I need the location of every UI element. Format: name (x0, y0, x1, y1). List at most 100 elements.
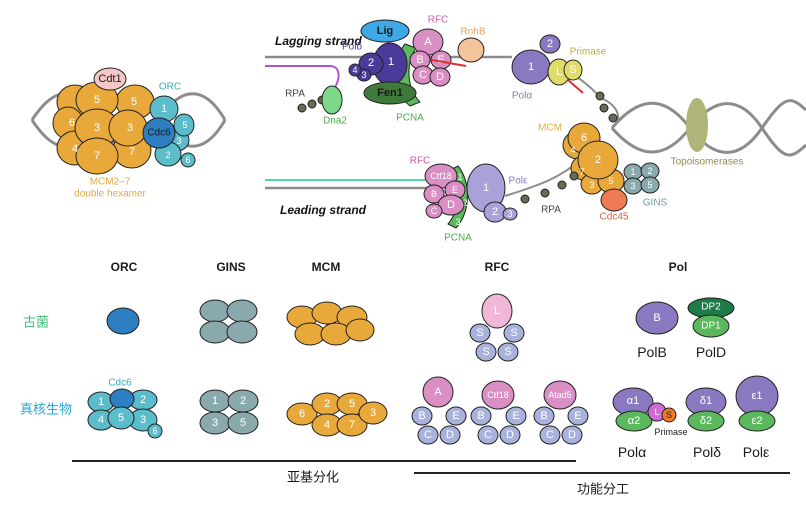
euk-orc-subunit-label: 2 (140, 394, 146, 406)
euk-rfc-large-label: Atad5 (548, 390, 572, 400)
rpa-bead (307, 99, 317, 109)
primase-subunit-label: S (569, 64, 576, 76)
cdt1-subunit (93, 67, 127, 91)
euk-rfc-small-label: B (477, 410, 484, 422)
cdc45-subunit (600, 188, 628, 212)
rnhb-label: RnhB (460, 27, 485, 38)
pol-alpha-label: Polα (512, 91, 532, 102)
mcm-fork-title: MCM (538, 123, 562, 134)
eukaryote-pol-epsilon: ε1 ε2 (735, 375, 779, 432)
euk-orc-subunit-label: 3 (140, 414, 146, 426)
gins-subunit-label: 2 (647, 166, 652, 176)
archaea-mcm (286, 301, 375, 346)
rfc-bottom-subunit-b (423, 184, 445, 204)
lagging-strand-label: Lagging strand (275, 34, 362, 48)
fen1-subunit (363, 81, 417, 105)
pol-alpha-subunit-label: 1 (528, 61, 534, 73)
rna-primer (431, 59, 467, 67)
primase-subunit-label: L (556, 66, 562, 78)
orc-subunit-label: 6 (185, 155, 190, 165)
rpa-right-label: RPA (541, 205, 561, 216)
fen1-label: Fen1 (377, 87, 403, 99)
gins-subunit-label: 3 (630, 181, 635, 191)
pol-delta-subunit-label: 4 (352, 65, 357, 75)
euk-mcm-label: 3 (370, 407, 376, 419)
rpa-bead (540, 188, 550, 198)
euk-gins-label: 5 (240, 417, 246, 429)
pol-alpha-subunit-2 (539, 34, 561, 54)
pol-alpha-caption: Polα (618, 444, 646, 460)
dna2-subunit (321, 85, 343, 115)
archaea-polb (635, 301, 679, 335)
rfc-bottom-subunit-label: Ctf18 (430, 171, 452, 181)
ligase-subunit (360, 19, 410, 43)
rpa-bead (297, 103, 307, 113)
euk-mcm-label: 5 (349, 398, 355, 410)
euk-rfc-small-label: D (446, 429, 454, 441)
euk-gins-label: 2 (240, 395, 246, 407)
rfc-top-subunit-d (429, 67, 451, 87)
parental-dna-strand-b (610, 102, 806, 157)
pol-delta-subunit-label: 3 (361, 70, 366, 80)
euk-orc-subunit-label: 6 (152, 426, 157, 436)
euk-rfc-small-label: D (568, 429, 576, 441)
rfc-top-subunit-label: A (424, 36, 432, 48)
rpa-left-label: RPA (285, 89, 305, 100)
pol-epsilon-label: Polε (509, 176, 528, 187)
rfc-bottom-label: RFC (410, 156, 431, 167)
archaea-rfc-label: S (510, 327, 517, 339)
euk-mcm-label: 7 (349, 419, 355, 431)
mcm-fork-label: 6 (581, 132, 587, 144)
euk-rfc-large-label: Ctf18 (487, 390, 509, 400)
rfc-top-subunit-label: B (416, 54, 423, 66)
euk-pol-alpha-label: α2 (628, 415, 640, 427)
rfc-bottom-subunit-label: D (447, 199, 455, 211)
archaea-orc (106, 307, 140, 335)
orc-subunit-label: 3 (176, 136, 181, 146)
pcna-bottom-label: PCNA (444, 233, 472, 244)
topoisomerase (686, 98, 708, 152)
euk-orc-subunit-label: 5 (118, 412, 124, 424)
pol-delta-subunit-label: 1 (388, 56, 394, 68)
eukaryote-orc: Cdc6 1 2 4 5 3 6 (87, 378, 163, 439)
topoisomerases-label: Topoisomerases (671, 157, 744, 168)
mcm-subunit-label: 7 (94, 150, 100, 162)
mcm-subunit-label: 4 (72, 143, 78, 155)
origin-complex: 5 6 3 3 4 7 7 5 Cdt1 ORC 1 Cdc6 5 3 2 6 … (30, 67, 227, 200)
euk-rfc-small-label: C (546, 429, 554, 441)
archaea-dp2-label: DP2 (701, 302, 721, 313)
euk-pol-delta-label: δ1 (700, 395, 712, 407)
euk-mcm-label: 4 (324, 419, 330, 431)
mcm-subunit-label: 5 (131, 96, 137, 108)
mcm-subunit-label: 7 (129, 146, 135, 158)
archaea-polb-label: B (653, 312, 660, 324)
pol-epsilon-subunit-label: 2 (492, 206, 498, 218)
rnhb-subunit (457, 37, 485, 63)
gins-label: GINS (643, 198, 668, 209)
mcm-subunit-label: 6 (69, 117, 75, 129)
column-header-mcm: MCM (312, 260, 341, 274)
archaea-gins (199, 299, 258, 344)
rpa-bead (557, 180, 567, 190)
euk-orc-cdc6-label: Cdc6 (108, 378, 132, 389)
pol-epsilon-subunit-label: 1 (483, 182, 489, 194)
euk-rfc-large-label: A (434, 386, 442, 398)
rfc-bottom-subunit-label: E (452, 185, 458, 195)
mcm-subunit-label: 3 (127, 122, 133, 134)
euk-rfc-small-label: D (506, 429, 514, 441)
euk-primase-label: S (666, 410, 672, 420)
euk-rfc-small-label: B (418, 410, 425, 422)
pol-delta-label: Polδ (342, 42, 362, 53)
archaea-rfc-label: S (482, 346, 489, 358)
orc-subunit-label: Cdc6 (147, 128, 171, 139)
euk-primase-label: L (654, 407, 659, 417)
column-header-rfc: RFC (485, 260, 510, 274)
eukaryote-rfc-ctf18: Ctf18 B E C D (470, 380, 527, 445)
euk-pol-epsilon-label: ε2 (751, 415, 762, 427)
euk-orc-subunit-label: 1 (98, 396, 104, 408)
rpa-bead (608, 113, 618, 123)
mcm-subunit-label: 5 (94, 94, 100, 106)
pold-caption: PolD (696, 344, 726, 360)
comparison-panel: ORC GINS MCM RFC Pol 古菌 真核生物 (20, 260, 790, 498)
